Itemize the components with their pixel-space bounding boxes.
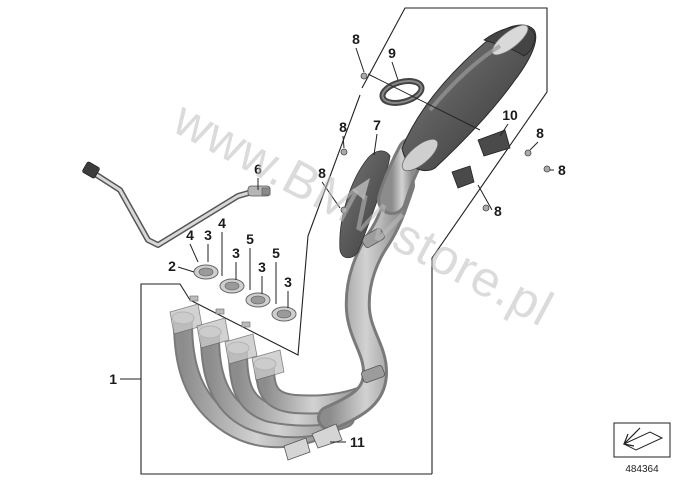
callout-3: 3 [284, 274, 292, 290]
callout-1: 1 [109, 371, 117, 387]
callout-5: 5 [246, 231, 254, 247]
callout-3: 3 [204, 227, 212, 243]
reference-number: 484364 [625, 464, 659, 475]
gasket-group-frame [189, 235, 309, 356]
callout-8: 8 [558, 162, 566, 178]
muffler-group-frame [361, 7, 548, 474]
callout-8: 8 [318, 165, 326, 181]
callout-3: 3 [232, 245, 240, 261]
callout-8: 8 [494, 203, 502, 219]
callout-7: 7 [373, 117, 381, 133]
oxygen-sensor-part [82, 161, 271, 248]
header-group-frame [307, 94, 361, 237]
callout-8: 8 [352, 31, 360, 47]
leader-lines [120, 47, 554, 443]
callout-4: 4 [218, 215, 226, 231]
callout-3: 3 [258, 259, 266, 275]
muffler-part [377, 24, 537, 215]
callout-8: 8 [339, 119, 347, 135]
callout-8: 8 [536, 125, 544, 141]
callout-6: 6 [254, 161, 262, 177]
callout-10: 10 [502, 107, 518, 123]
callout-4: 4 [186, 227, 194, 243]
bracket-part [451, 129, 511, 189]
clamp-ring-part [379, 78, 425, 106]
reference-block: 484364 [613, 422, 671, 475]
heat-shield-part [339, 150, 391, 259]
callout-9: 9 [388, 45, 396, 61]
callout-2: 2 [168, 258, 176, 274]
callout-labels: 1 2 3 3 3 3 4 4 5 5 6 7 8 8 8 8 8 8 9 10… [109, 31, 566, 450]
gasket-set [189, 264, 297, 328]
bolt-set [340, 72, 551, 214]
exhaust-header-part [169, 172, 415, 461]
view-direction-icon [622, 427, 664, 451]
callout-11: 11 [350, 434, 365, 450]
header-group-frame-lower [140, 283, 432, 475]
callout-5: 5 [272, 245, 280, 261]
